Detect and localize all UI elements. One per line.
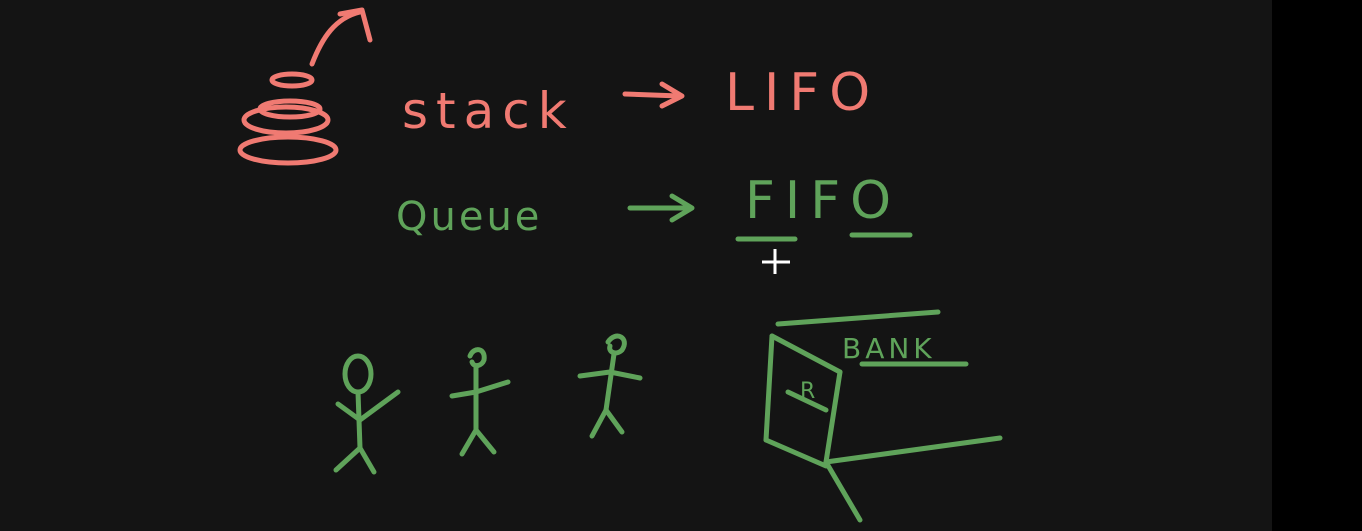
person-2-head (467, 347, 487, 369)
bank-counter-line (785, 389, 829, 413)
drawing-canvas[interactable] (0, 0, 1272, 531)
queue-word: Queue (396, 194, 542, 240)
queue-type: FIFO (745, 171, 901, 231)
pop-arrow-shaft (309, 9, 363, 67)
queue-arrow (627, 193, 695, 223)
person-1 (333, 353, 401, 475)
right-edge-bar (1272, 0, 1362, 531)
stack-plate-upper (257, 98, 323, 120)
stack-sketch (237, 7, 373, 166)
person-1-head (342, 353, 374, 395)
crosshair-cursor-icon (762, 249, 790, 274)
person-3 (577, 333, 643, 439)
bank-building (763, 309, 1003, 523)
stack-arrow (622, 81, 685, 109)
stack-word: stack (402, 82, 575, 140)
stack-plate-bottom (237, 134, 339, 166)
stack-type: LIFO (725, 63, 880, 123)
bank-counter-mark: R (800, 379, 815, 404)
bank-label: BANK (842, 332, 936, 365)
whiteboard-drawing: .pink { stroke: #f07a72; stroke-width: 5… (237, 7, 1003, 523)
pop-arrow-head (337, 7, 373, 43)
person-3-head (605, 333, 627, 356)
person-2 (449, 347, 511, 457)
stack-plate-middle (241, 104, 331, 136)
stack-plate-top (269, 71, 315, 89)
